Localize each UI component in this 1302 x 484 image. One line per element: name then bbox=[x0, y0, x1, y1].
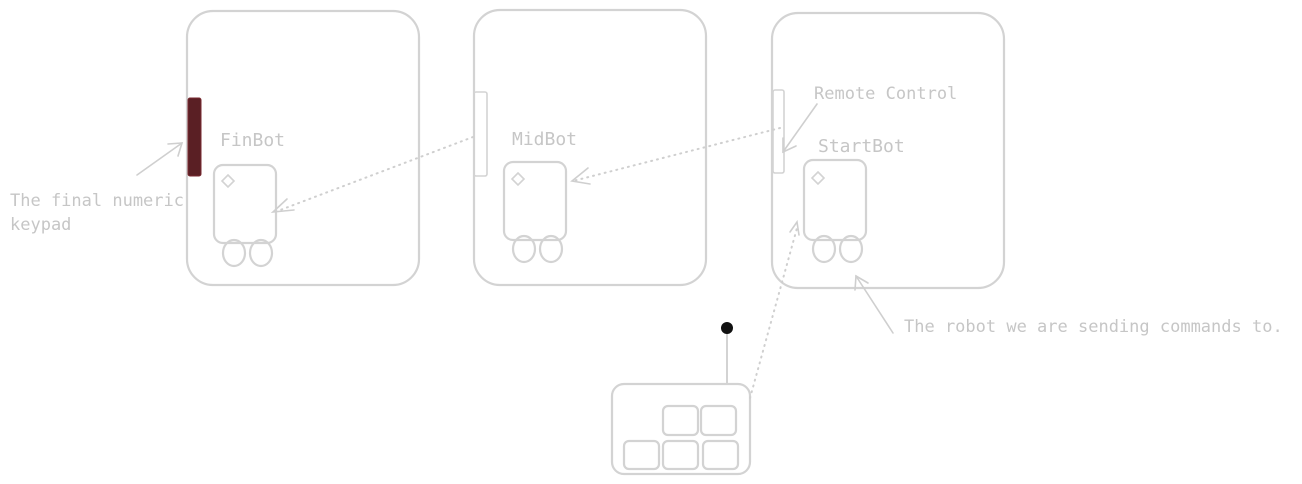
antenna-tip bbox=[721, 322, 733, 334]
keypad-annotation-line2: keypad bbox=[10, 215, 71, 235]
robot-annotation: The robot we are sending commands to. bbox=[854, 274, 1283, 337]
keypad-annotation: The final numeric keypad bbox=[10, 142, 184, 235]
startbot-robot-icon bbox=[802, 158, 868, 264]
startbot-room-outline bbox=[770, 11, 1006, 290]
startbot-keypad-panel bbox=[772, 89, 785, 174]
robot-eye-icon bbox=[810, 170, 826, 186]
keypad-annotation-line1: The final numeric bbox=[10, 191, 184, 211]
finbot-label: FinBot bbox=[220, 130, 285, 151]
midbot-room: MidBot bbox=[472, 8, 708, 287]
midbot-keypad-panel bbox=[473, 91, 488, 177]
robot-eye-icon bbox=[220, 173, 236, 189]
robot-eye-icon bbox=[510, 171, 526, 187]
remote-control-label: Remote Control bbox=[814, 84, 957, 104]
midbot-label: MidBot bbox=[512, 129, 577, 150]
finbot-room-outline bbox=[185, 9, 421, 287]
remote-control-icon bbox=[610, 322, 752, 476]
midbot-room-outline bbox=[472, 8, 708, 287]
midbot-robot-icon bbox=[502, 160, 568, 264]
remote-annotation: Remote Control bbox=[782, 84, 957, 154]
remote-to-startbot-path bbox=[749, 227, 798, 399]
robot-annotation-label: The robot we are sending commands to. bbox=[904, 317, 1283, 337]
midbot-to-finbot-path bbox=[274, 136, 474, 213]
startbot-label: StartBot bbox=[818, 136, 905, 157]
startbot-to-midbot-path bbox=[572, 127, 781, 182]
startbot-room: StartBot bbox=[770, 11, 1006, 290]
numeric-keypad-panel bbox=[187, 97, 202, 177]
finbot-robot-icon bbox=[212, 163, 278, 268]
finbot-room: FinBot bbox=[185, 9, 421, 287]
command-paths bbox=[270, 127, 800, 399]
remote-body bbox=[610, 382, 752, 476]
